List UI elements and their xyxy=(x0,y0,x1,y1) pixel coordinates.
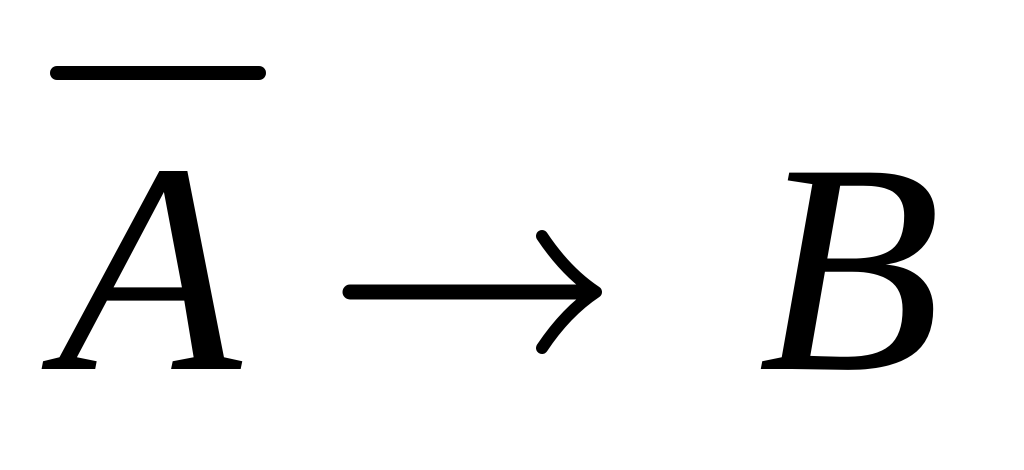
negation-bar xyxy=(50,66,266,80)
right-arrow-icon xyxy=(342,230,602,354)
variable-a: A xyxy=(58,102,242,434)
variable-b: B xyxy=(758,102,942,434)
